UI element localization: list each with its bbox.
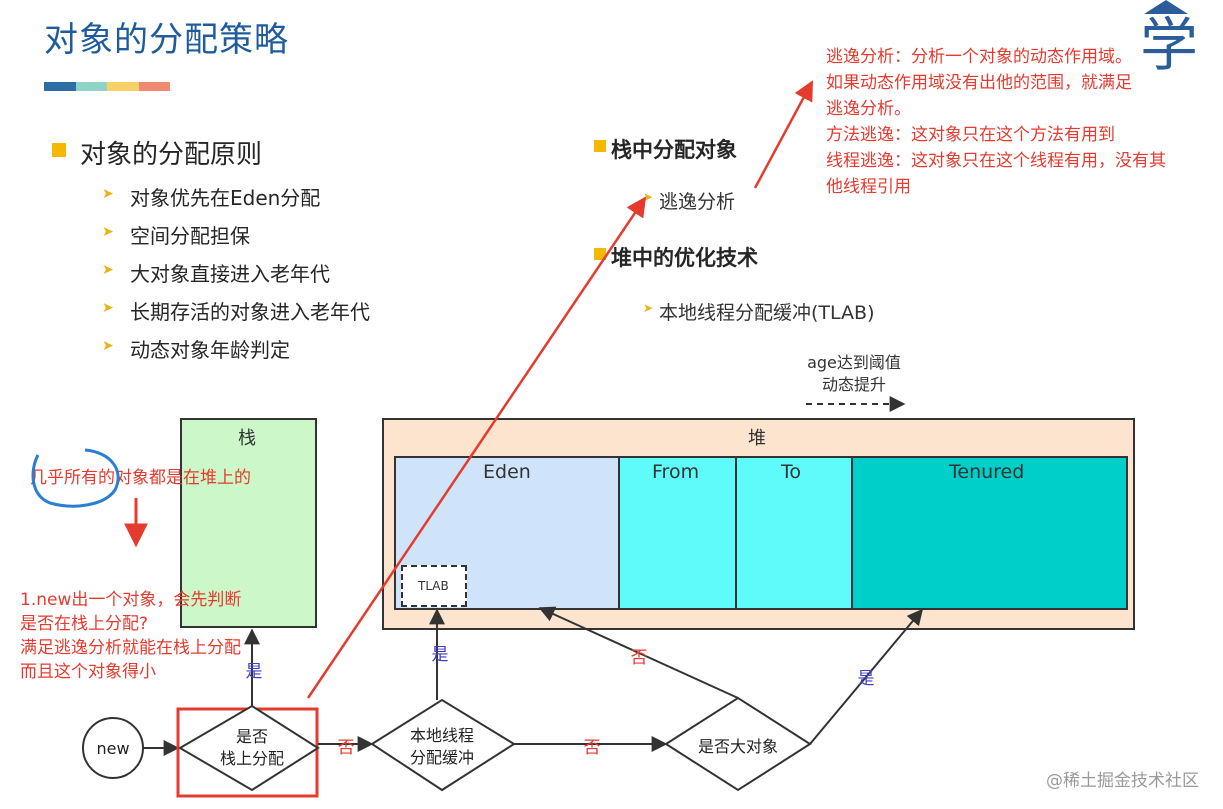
- bullet-square-icon: [594, 140, 606, 152]
- logo: 学: [1140, 0, 1223, 85]
- arrow-bullet-icon: ➤: [102, 338, 114, 354]
- escape-note: 逃逸分析：分析一个对象的动态作用域。 如果动态作用域没有出他的范围，就满足 逃逸…: [826, 44, 1166, 200]
- new-note-line: 是否在栈上分配?: [20, 614, 149, 634]
- from-region: [618, 456, 737, 610]
- escape-note-line: 逃逸分析。: [826, 99, 911, 119]
- edge-yes-label: 是: [858, 669, 875, 689]
- decision-stack-alloc: [178, 704, 320, 792]
- tlab-item: 本地线程分配缓冲(TLAB): [659, 302, 875, 324]
- age-note: age达到阈值 动态提升: [804, 352, 904, 396]
- decision-tlab-line1: 本地线程: [410, 726, 474, 745]
- principle-item: 动态对象年龄判定: [130, 338, 290, 362]
- page-title: 对象的分配策略: [44, 20, 289, 60]
- escape-note-line: 他线程引用: [826, 177, 911, 197]
- decision-stack-alloc-line1: 是否: [236, 727, 268, 746]
- arrow-bullet-icon: ➤: [102, 300, 114, 316]
- edge-no-label: 否: [584, 738, 601, 758]
- eden-label: Eden: [483, 461, 531, 483]
- from-label: From: [652, 461, 700, 483]
- edge-no-label: 否: [338, 738, 355, 758]
- arrow-bullet-icon: ➤: [643, 301, 654, 315]
- new-node-label: new: [96, 739, 129, 758]
- principle-item: 对象优先在Eden分配: [130, 186, 321, 210]
- red-escape-arrow: [306, 196, 647, 699]
- escape-note-line: 逃逸分析：分析一个对象的动态作用域。: [826, 47, 1132, 67]
- tlab-label: TLAB: [418, 579, 449, 593]
- bullet-square-icon: [52, 143, 66, 157]
- decision-large-object-label: 是否大对象: [698, 737, 778, 756]
- escape-note-line: 线程逃逸：这对象只在这个线程有用，没有其: [826, 151, 1166, 171]
- stack-alloc-heading: 栈中分配对象: [611, 138, 737, 162]
- arrow-bullet-icon: ➤: [102, 186, 114, 202]
- decision-tlab: [370, 698, 516, 792]
- stack-label: 栈: [238, 428, 256, 449]
- tlab-box: [401, 565, 467, 607]
- edge-d3-no: [538, 606, 739, 699]
- logo-glyph: 学: [1140, 11, 1199, 79]
- decision-tlab-line2: 分配缓冲: [410, 748, 474, 767]
- highlight-circle: [31, 448, 120, 508]
- principle-item: 空间分配担保: [130, 224, 250, 248]
- arrow-bullet-icon: ➤: [643, 190, 654, 204]
- title-bar-segment-1: [44, 82, 76, 91]
- edge-yes-label: 是: [246, 662, 263, 682]
- heap-note: 几乎所有的对象都是在堆上的: [30, 468, 251, 488]
- escape-note-line: 如果动态作用域没有出他的范围，就满足: [826, 73, 1132, 93]
- tenured-region: [851, 456, 1128, 610]
- principles-heading: 对象的分配原则: [80, 140, 263, 170]
- edge-no-label: 否: [631, 648, 648, 668]
- decision-stack-alloc-line2: 栈上分配: [220, 749, 284, 768]
- principle-item: 大对象直接进入老年代: [130, 262, 330, 286]
- edge-d3-yes: [809, 608, 924, 745]
- heap-opt-heading: 堆中的优化技术: [611, 246, 758, 270]
- escape-analysis-item: 逃逸分析: [659, 191, 736, 213]
- to-region: [735, 456, 853, 610]
- heap-label: 堆: [748, 428, 766, 449]
- title-bar-segment-3: [107, 82, 139, 91]
- graduation-cap-icon: [1144, 0, 1188, 14]
- escape-note-line: 方法逃逸：这对象只在这个方法有用到: [826, 125, 1115, 145]
- new-note-line: 而且这个对象得小: [20, 662, 156, 682]
- bullet-square-icon: [594, 248, 606, 260]
- title-underline: [44, 82, 170, 91]
- arrow-bullet-icon: ➤: [102, 262, 114, 278]
- new-note-line: 1.new出一个对象，会先判断: [20, 590, 242, 610]
- to-label: To: [781, 461, 802, 483]
- stack-box: [180, 418, 317, 628]
- age-note-line2: 动态提升: [821, 375, 886, 394]
- title-bar-segment-2: [75, 82, 107, 91]
- age-note-line1: age达到阈值: [807, 353, 901, 372]
- title-bar-segment-4: [138, 82, 170, 91]
- principle-item: 长期存活的对象进入老年代: [130, 300, 370, 324]
- tenured-label: Tenured: [949, 461, 1025, 483]
- new-note-line: 满足逃逸分析就能在栈上分配: [20, 638, 241, 658]
- watermark: @稀土掘金技术社区: [1046, 771, 1199, 791]
- edge-yes-label: 是: [432, 645, 449, 665]
- red-note-arrow: [753, 80, 814, 189]
- new-note: 1.new出一个对象，会先判断 是否在栈上分配? 满足逃逸分析就能在栈上分配 而…: [20, 588, 241, 684]
- arrow-bullet-icon: ➤: [102, 224, 114, 240]
